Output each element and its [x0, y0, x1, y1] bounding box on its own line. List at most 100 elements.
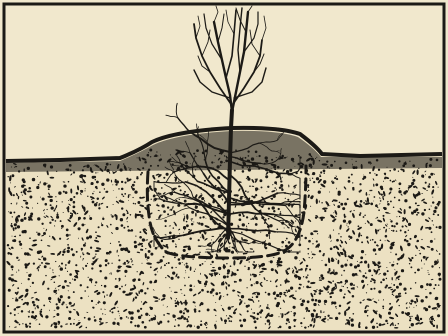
soil-speck [307, 186, 309, 188]
soil-speck [336, 178, 338, 180]
soil-speck [300, 284, 302, 286]
soil-speck [416, 305, 417, 306]
soil-speck [121, 207, 123, 209]
soil-speck [198, 310, 200, 312]
soil-speck [280, 180, 282, 182]
soil-speck [95, 254, 96, 255]
soil-speck [145, 248, 146, 249]
soil-speck [268, 218, 270, 220]
soil-speck [172, 314, 174, 316]
soil-speck [379, 193, 381, 195]
soil-speck [388, 312, 391, 315]
soil-speck [215, 315, 216, 316]
soil-speck [159, 299, 160, 300]
soil-speck [249, 261, 250, 262]
soil-speck [376, 218, 377, 219]
soil-speck [373, 288, 375, 290]
soil-speck [54, 282, 56, 284]
soil-speck [15, 308, 16, 309]
soil-speck [163, 177, 165, 179]
soil-speck [397, 263, 399, 265]
soil-speck [416, 241, 417, 242]
soil-speck [344, 263, 347, 266]
soil-speck [159, 174, 161, 176]
soil-speck [255, 194, 257, 196]
soil-speck [210, 264, 211, 265]
soil-speck [347, 321, 350, 324]
soil-speck [372, 261, 375, 264]
soil-speck [92, 193, 94, 195]
soil-speck [432, 220, 433, 221]
soil-speck [294, 256, 297, 259]
soil-speck [395, 325, 396, 326]
soil-speck [60, 267, 63, 270]
soil-speck [183, 226, 186, 229]
soil-speck [336, 239, 339, 242]
soil-speck [389, 303, 391, 305]
soil-speck [362, 275, 365, 278]
soil-speck [268, 293, 271, 296]
soil-speck [223, 281, 224, 282]
soil-speck [424, 263, 425, 264]
soil-speck [425, 182, 427, 184]
soil-speck [126, 316, 128, 318]
soil-speck [340, 265, 343, 268]
soil-speck [279, 326, 282, 329]
soil-speck [259, 265, 262, 268]
soil-speck [119, 288, 121, 290]
soil-speck [433, 288, 435, 290]
soil-speck [414, 301, 415, 302]
soil-speck [39, 265, 40, 266]
soil-speck [278, 208, 280, 210]
soil-speck [378, 290, 381, 293]
soil-speck [245, 190, 247, 192]
soil-speck [293, 315, 295, 317]
soil-speck [24, 188, 27, 191]
soil-speck [111, 263, 112, 264]
soil-speck [66, 234, 69, 237]
soil-speck [399, 188, 400, 189]
soil-speck [106, 294, 107, 295]
soil-speck [180, 186, 181, 187]
soil-speck [312, 172, 315, 175]
soil-speck [438, 201, 441, 204]
soil-speck [69, 311, 72, 314]
soil-speck [390, 219, 391, 220]
soil-speck [274, 216, 276, 218]
soil-speck [305, 307, 308, 310]
soil-speck [357, 261, 358, 262]
soil-speck [244, 303, 245, 304]
soil-speck [246, 305, 249, 308]
soil-speck [101, 309, 102, 310]
soil-speck [266, 191, 267, 192]
soil-speck [200, 223, 203, 226]
soil-speck [204, 180, 206, 182]
soil-speck [418, 212, 420, 214]
soil-speck [307, 274, 309, 276]
soil-speck [334, 177, 336, 179]
soil-speck [133, 203, 134, 204]
soil-speck [73, 323, 75, 325]
soil-speck [352, 188, 354, 190]
soil-speck [369, 172, 371, 174]
soil-speck [274, 187, 276, 189]
soil-speck [67, 247, 70, 250]
soil-speck [347, 256, 348, 257]
soil-speck [360, 200, 363, 203]
soil-speck [225, 322, 227, 324]
soil-speck [99, 191, 101, 193]
soil-speck [330, 247, 333, 250]
soil-speck [182, 262, 183, 263]
soil-speck [250, 219, 251, 220]
soil-speck [322, 254, 324, 256]
soil-speck [343, 286, 344, 287]
soil-speck [264, 217, 265, 218]
soil-speck [381, 193, 383, 195]
soil-speck [389, 228, 390, 229]
soil-speck [295, 229, 296, 230]
soil-speck [161, 187, 163, 189]
soil-speck [137, 176, 138, 177]
soil-speck [95, 179, 96, 180]
